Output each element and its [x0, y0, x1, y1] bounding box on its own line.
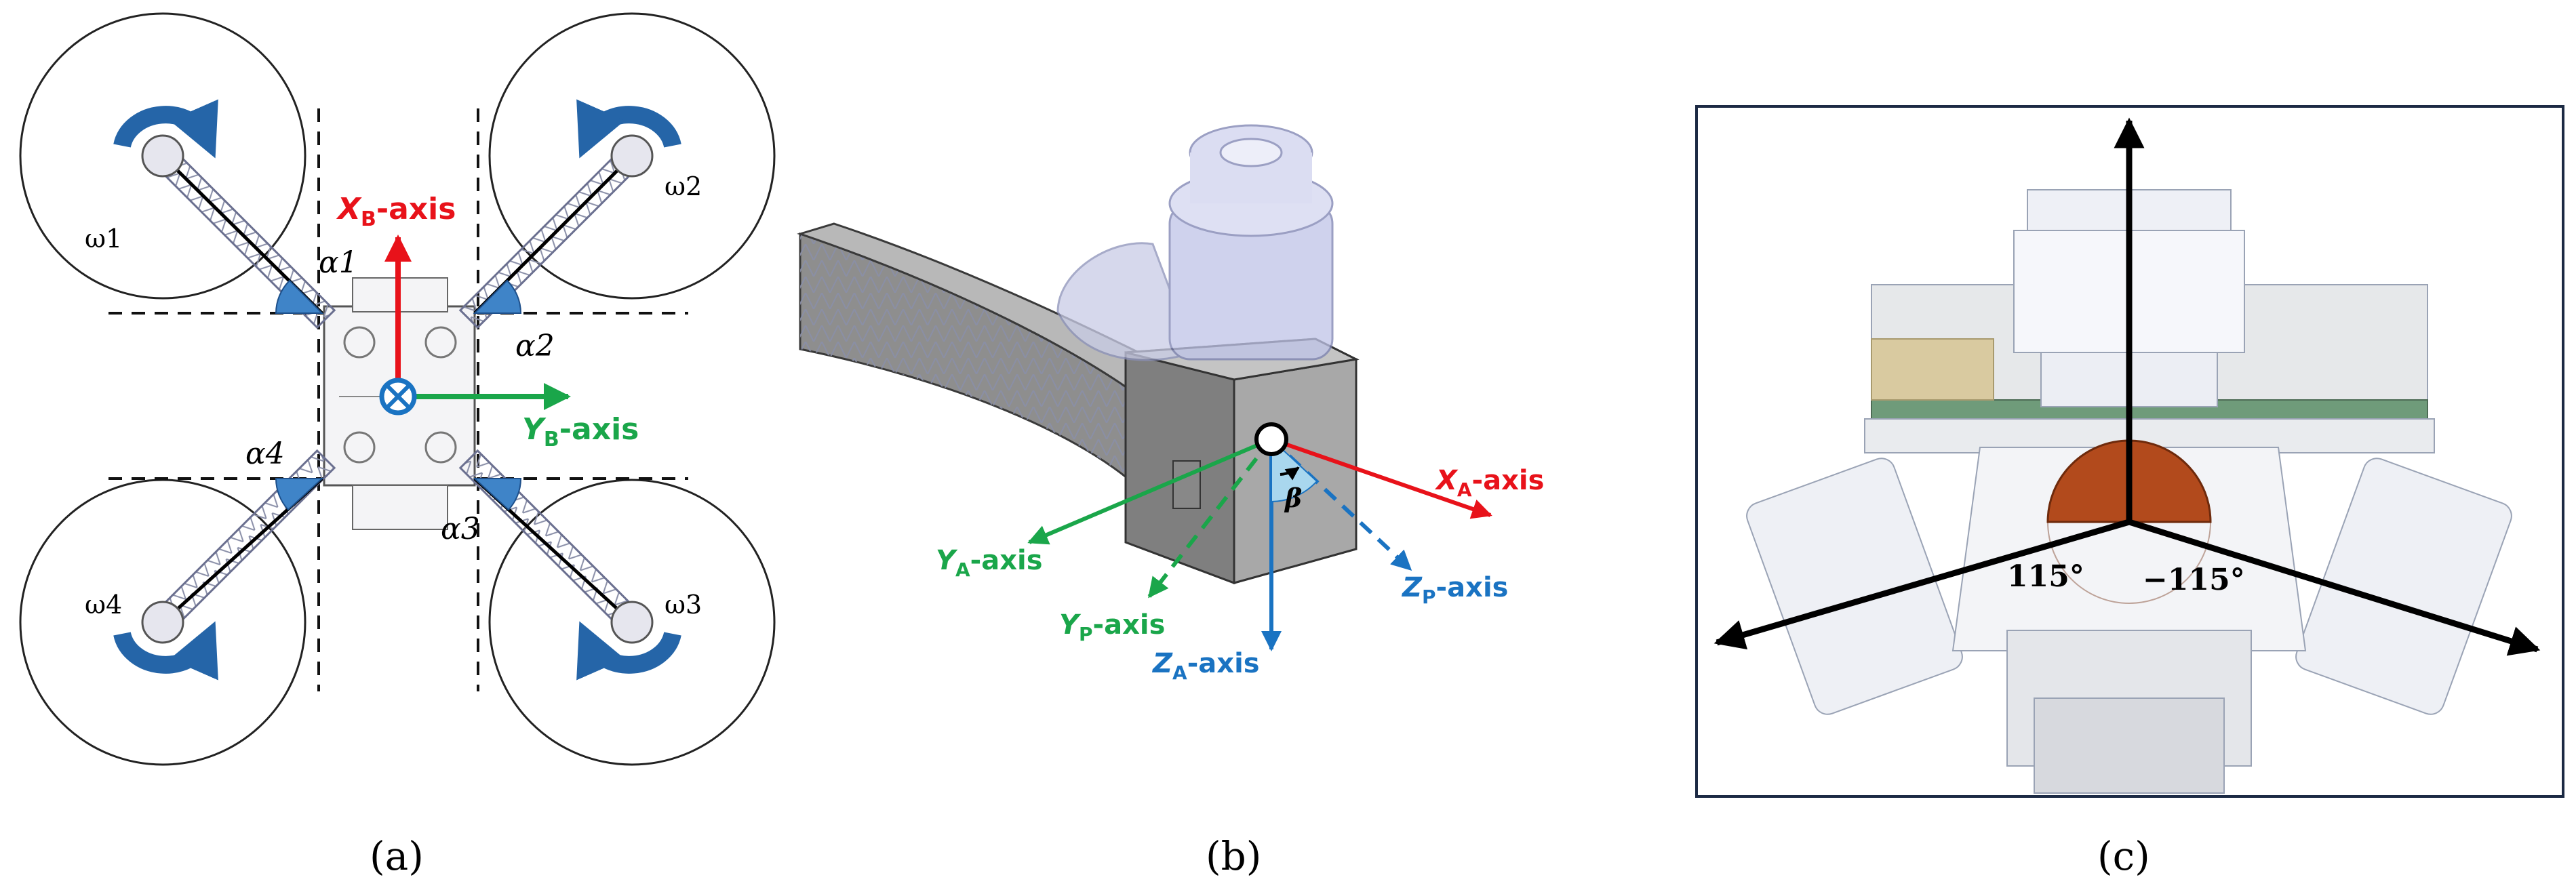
z-into-page-icon: [379, 378, 417, 416]
rotor-circle-3: [488, 479, 776, 766]
rotation-arrows: [113, 99, 681, 681]
alpha2-wedge: [473, 279, 522, 314]
yp-axis-arrow: [1147, 438, 1273, 599]
left-axis-arrow: [1713, 519, 2131, 650]
alpha1-wedge: [275, 279, 324, 314]
panel-a: ω1 ω2 ω3 ω4 α1 α2 α3 α4 XB-axis YB-axis …: [19, 12, 776, 879]
yp-axis-label: YP-axis: [1059, 609, 1165, 645]
ya-axis-label: YA-axis: [936, 545, 1043, 581]
rotation-arrow-4-icon: [113, 621, 218, 681]
beta-arc-icon: [1280, 466, 1300, 481]
ya-axis-arrow: [1027, 437, 1273, 545]
servo-body: [1124, 338, 1360, 585]
alpha3-wedge: [473, 478, 522, 511]
angle-label-alpha4: α4: [245, 437, 285, 471]
angle-label-alpha2: α2: [515, 329, 555, 363]
rotor-label-2: ω2: [665, 171, 702, 201]
rotor-label-1: ω1: [85, 224, 122, 254]
caption-b: (b): [1206, 833, 1261, 879]
rotation-arrow-1-icon: [113, 99, 218, 159]
rotor-circle-1: [19, 12, 306, 300]
rotation-arrow-2-icon: [576, 99, 681, 159]
angle-label-alpha1: α1: [319, 245, 358, 280]
beta-label: β: [1284, 483, 1302, 513]
caption-a: (a): [370, 833, 424, 879]
truss-arm: [797, 222, 1195, 498]
rotor-label-3: ω3: [665, 590, 702, 620]
motor-ghost: [1056, 124, 1334, 361]
rotation-arrow-3-icon: [576, 621, 681, 681]
panel-c: 115° −115° (c): [1695, 105, 2564, 879]
yb-axis-label: YB-axis: [522, 412, 639, 451]
za-axis-label: ZA-axis: [1151, 648, 1260, 684]
angle-label-right: −115°: [2143, 563, 2245, 597]
zp-axis-label: ZP-axis: [1401, 572, 1508, 608]
angle-wedges: [275, 279, 522, 511]
xb-axis-label: XB-axis: [336, 192, 456, 231]
angle-label-alpha3: α3: [441, 512, 480, 546]
xa-axis-arrow: [1271, 437, 1492, 519]
xa-axis-label: XA-axis: [1434, 465, 1544, 501]
panel-b: β XA-axis YA-axis YP-axis ZA-axis ZP-axi…: [797, 124, 1544, 879]
rotor-circle-2: [488, 12, 776, 300]
right-axis-arrow: [2128, 519, 2541, 656]
angle-label-left: 115°: [2007, 559, 2084, 594]
rotor-label-4: ω4: [85, 590, 122, 620]
alpha4-wedge: [275, 478, 324, 511]
caption-c: (c): [2097, 833, 2150, 879]
origin-point: [1254, 422, 1288, 456]
